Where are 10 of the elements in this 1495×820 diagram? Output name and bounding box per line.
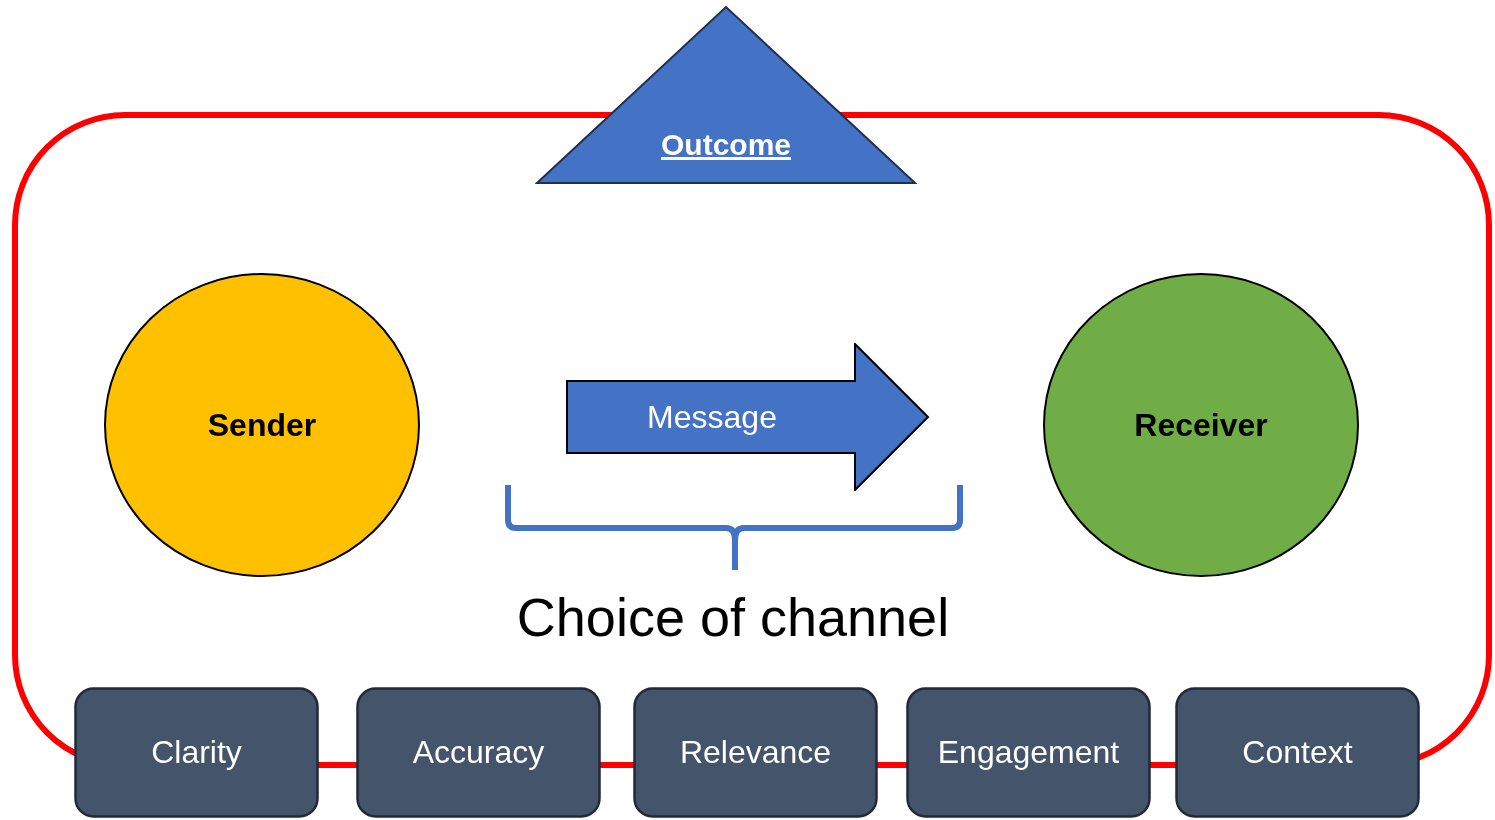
sender-circle: Sender bbox=[103, 272, 421, 578]
quality-box: Relevance bbox=[633, 687, 878, 818]
channel-caption: Choice of channel bbox=[515, 586, 951, 648]
receiver-circle: Receiver bbox=[1042, 272, 1360, 578]
outcome-triangle: Outcome bbox=[535, 5, 917, 185]
quality-box: Context bbox=[1175, 687, 1420, 818]
quality-box: Clarity bbox=[74, 687, 319, 818]
message-arrow: Message bbox=[566, 343, 930, 491]
quality-box: Engagement bbox=[906, 687, 1151, 818]
quality-box: Accuracy bbox=[356, 687, 601, 818]
